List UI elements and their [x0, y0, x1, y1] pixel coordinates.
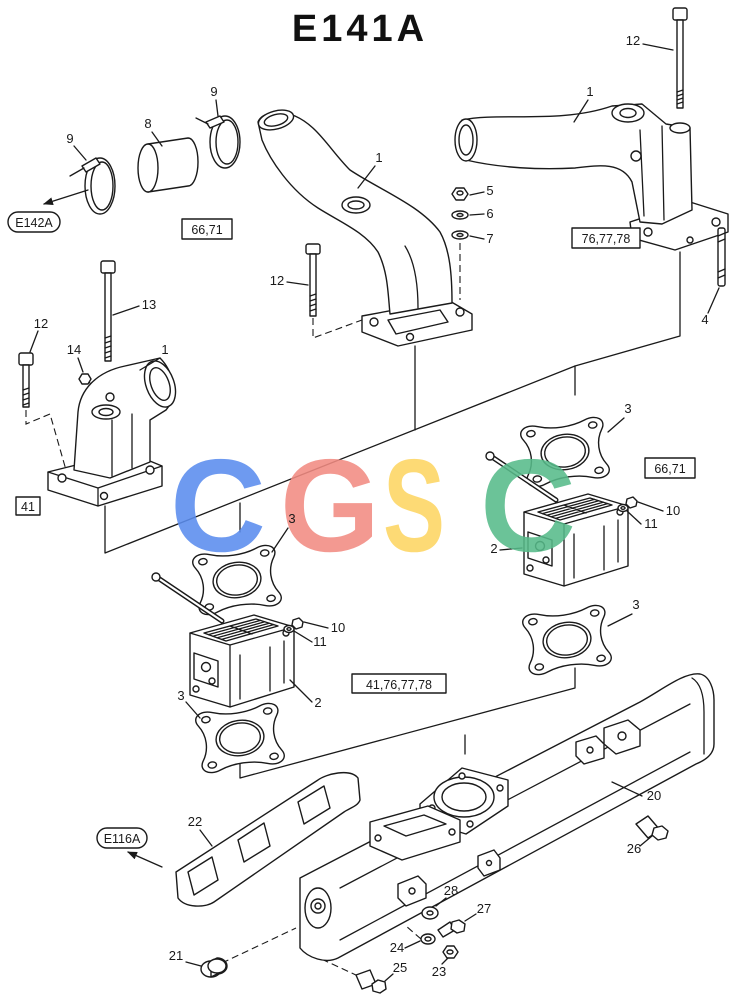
screw-and-washer-parts-10-11-left: [283, 617, 304, 634]
model-box-upper-left: 66,71: [181, 218, 233, 240]
callout-mixer-2-left: 2: [314, 695, 321, 710]
bolt-part-13: [100, 260, 116, 362]
watermark-letter-3: S: [383, 432, 445, 579]
manifold-part-20: [299, 673, 715, 962]
outlet-elbow-part-1-upper-right: [454, 103, 729, 251]
watermark-letter-4: C: [480, 432, 576, 579]
bolt-part-12-middle: [305, 243, 321, 317]
callout-bolt-25: 25: [393, 960, 407, 975]
screw-and-washer-parts-10-11-right: [617, 496, 638, 513]
intake-pipe-part-1-upper-middle: [257, 109, 473, 347]
callout-bolt-26: 26: [627, 841, 641, 856]
callout-clamp-9-left: 9: [66, 131, 73, 146]
reference-e142a: E142A: [7, 189, 89, 233]
callout-screw-10-right: 10: [666, 503, 680, 518]
nut-part-14: [78, 373, 92, 385]
bolt-part-26: [635, 815, 669, 841]
callout-clamp-9-right: 9: [210, 84, 217, 99]
watermark-letter-2: G: [280, 432, 380, 579]
callout-gasket-3-middle-left: 3: [288, 511, 295, 526]
callout-manifold-20: 20: [647, 788, 661, 803]
callout-gasket-plate-22: 22: [188, 814, 202, 829]
leader-lines: [29, 43, 720, 982]
callout-bolt-12-top: 12: [626, 33, 640, 48]
callout-nut-14: 14: [67, 342, 81, 357]
callout-washer-28: 28: [444, 883, 458, 898]
plug-part-21: [200, 957, 228, 978]
model-box-center-label: 41,76,77,78: [366, 678, 432, 692]
watermark-letter-1: C: [170, 432, 266, 579]
callout-gasket-3-lower-right: 3: [632, 597, 639, 612]
hose-sleeve-part-8: [137, 137, 199, 193]
callout-mixer-2-right: 2: [490, 541, 497, 556]
callout-bolt-27: 27: [477, 901, 491, 916]
manifold-gasket-part-22: [175, 771, 361, 907]
assembly-lines: [25, 243, 681, 977]
callout-washer-7: 7: [486, 231, 493, 246]
callout-pipe-1-upper-middle: 1: [375, 150, 382, 165]
bolt-part-27: [437, 919, 466, 938]
model-box-center: 41,76,77,78: [351, 673, 447, 694]
reference-e116a-label: E116A: [104, 832, 141, 846]
reference-e142a-label: E142A: [15, 216, 53, 230]
gasket-part-3-lower-right: [520, 603, 614, 677]
hose-clamp-part-9-right: [195, 115, 241, 169]
callout-bolt-13: 13: [142, 297, 156, 312]
washer-part-24: [420, 933, 436, 945]
callout-screw-10-left: 10: [331, 620, 345, 635]
part-callouts: 12 1 9 8 9 1 5 6 7 12 13 12 14 1 4 3 2 1…: [34, 33, 709, 979]
callout-washer-11-left: 11: [313, 634, 327, 649]
callout-elbow-1-upper-right: 1: [586, 84, 593, 99]
watermark-logo: C G S C: [170, 432, 576, 579]
callout-stud-4: 4: [701, 312, 708, 327]
callout-gasket-3-upper-right: 3: [624, 401, 631, 416]
reference-e116a: E116A: [96, 827, 163, 868]
bolt-part-12-left: [18, 352, 34, 408]
diagram-title: E141A: [292, 8, 428, 50]
model-box-left: 41: [15, 496, 41, 516]
callout-bolt-12-middle: 12: [270, 273, 284, 288]
callout-nut-23: 23: [432, 964, 446, 979]
washer-part-7: [451, 230, 469, 240]
callout-bolt-12-left: 12: [34, 316, 48, 331]
callout-plug-21: 21: [169, 948, 183, 963]
callout-gasket-3-lower-left: 3: [177, 688, 184, 703]
model-box-upper-right-label: 76,77,78: [582, 232, 631, 246]
washer-part-28: [421, 906, 439, 920]
model-box-right: 66,71: [644, 457, 696, 479]
nut-part-23: [442, 945, 459, 959]
callout-washer-11-right: 11: [644, 516, 658, 531]
bolt-part-12-top: [672, 7, 688, 109]
model-box-right-label: 66,71: [654, 462, 685, 476]
model-box-upper-right: 76,77,78: [571, 227, 641, 249]
gasket-part-3-lower-left: [193, 701, 287, 775]
hose-clamp-part-9-left: [69, 157, 116, 215]
spring-washer-part-6: [451, 210, 469, 220]
model-box-upper-left-label: 66,71: [191, 223, 222, 237]
callout-elbow-1-left: 1: [161, 342, 168, 357]
bolt-part-25: [355, 969, 387, 994]
callout-nut-5: 5: [486, 183, 493, 198]
intake-elbow-part-1-left: [47, 357, 177, 507]
nut-part-5: [451, 187, 469, 201]
stud-part-4: [717, 227, 726, 287]
callout-washer-6: 6: [486, 206, 493, 221]
callout-washer-24: 24: [390, 940, 404, 955]
callout-sleeve-8: 8: [144, 116, 151, 131]
model-box-left-label: 41: [21, 500, 35, 514]
